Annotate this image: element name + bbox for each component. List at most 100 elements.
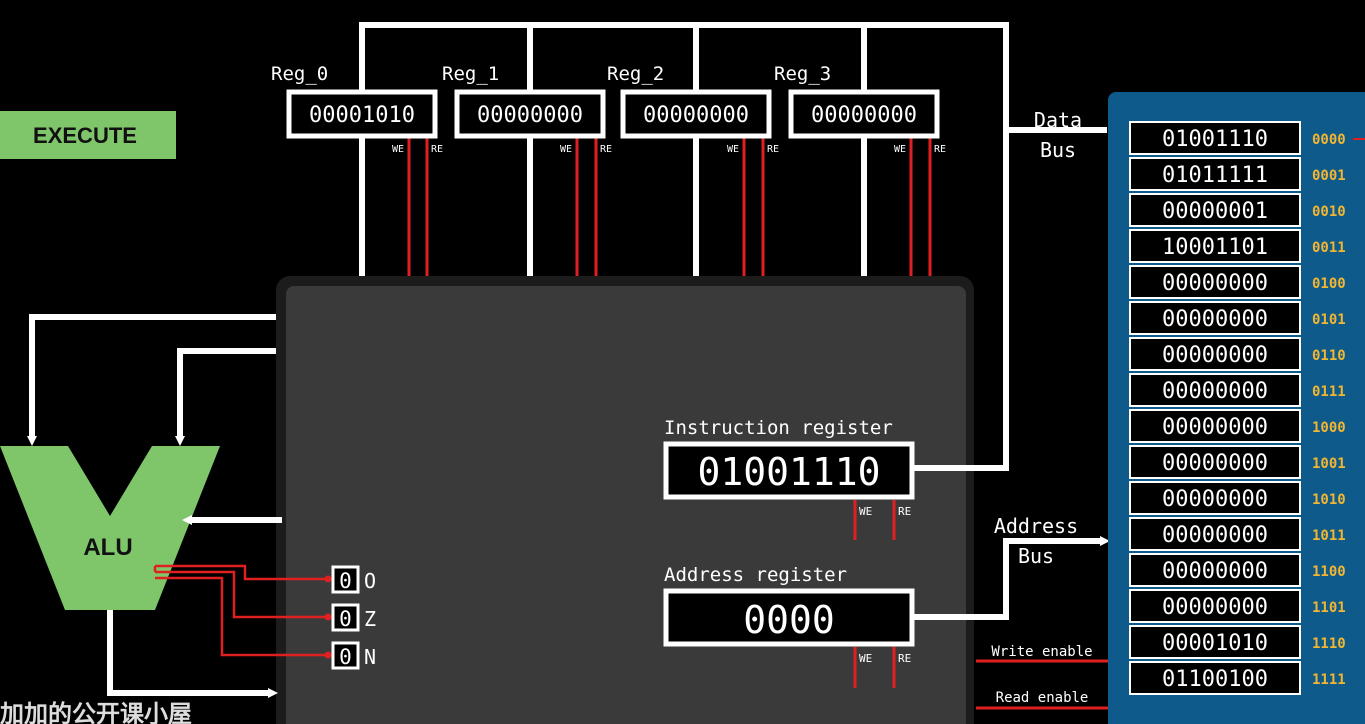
register-3-box	[788, 89, 940, 139]
memory-cell-address: 0110	[1312, 348, 1346, 364]
memory-cell-address: 1011	[1312, 528, 1346, 544]
register-1-value: 00000000	[477, 103, 583, 128]
memory-cell-box	[1129, 157, 1301, 191]
register-3-we: WE	[894, 144, 906, 155]
memory-cell-value: 00000000	[1162, 559, 1268, 584]
memory-cell-address: 1111	[1312, 672, 1346, 688]
memory-cell-box	[1129, 121, 1301, 155]
flag-n: 0 N	[331, 641, 376, 670]
register-3-re: RE	[934, 144, 946, 155]
register-0: Reg_0 00001010 WE RE	[271, 63, 443, 155]
memory-cell-value: 01001110	[1162, 127, 1268, 152]
memory-cell-box	[1129, 481, 1301, 515]
flag-wire-dots	[324, 575, 332, 659]
data-bus-label-2: Bus	[1040, 138, 1076, 162]
ir-re-label: RE	[898, 505, 911, 518]
flag-o-value: 0	[339, 569, 352, 593]
memory-cell-box	[1129, 661, 1301, 695]
register-1-re: RE	[600, 144, 612, 155]
ar-re-label: RE	[898, 652, 911, 665]
memory-cell-address: 1110	[1312, 636, 1346, 652]
memory-cell-address: 1001	[1312, 456, 1346, 472]
memory-cell-box	[1129, 553, 1301, 587]
register-0-we: WE	[392, 144, 404, 155]
ar-we-label: WE	[859, 652, 872, 665]
memory-cell-address: 0001	[1312, 168, 1346, 184]
memory-cell-box	[1129, 265, 1301, 299]
memory-cell-box	[1129, 301, 1301, 335]
flag-n-box	[331, 641, 360, 670]
register-2-value: 00000000	[643, 103, 749, 128]
memory-cell-address: 1100	[1312, 564, 1346, 580]
flag-o-box	[331, 565, 360, 594]
memory-cell-address: 0011	[1312, 240, 1346, 256]
stage-badge	[0, 111, 176, 159]
register-1-we: WE	[560, 144, 572, 155]
register-2: Reg_2 00000000 WE RE	[607, 63, 779, 155]
flag-o-name: O	[364, 569, 376, 593]
memory-cell-address: 0010	[1312, 204, 1346, 220]
address-bus-line	[912, 536, 1110, 620]
register-2-re: RE	[767, 144, 779, 155]
register-0-name: Reg_0	[271, 63, 328, 85]
alu-shape	[0, 446, 220, 610]
memory-cell-box	[1129, 193, 1301, 227]
memory-cell-box	[1129, 625, 1301, 659]
memory-cell-value: 00000001	[1162, 199, 1268, 224]
register-0-value: 00001010	[309, 103, 415, 128]
memory-cell-box	[1129, 445, 1301, 479]
stage-label: EXECUTE	[33, 123, 137, 148]
subtitle: 加加的公开课小屋	[0, 700, 192, 724]
memory-cell-box	[1129, 409, 1301, 443]
memory-cell-box	[1129, 229, 1301, 263]
memory-cell-address: 0100	[1312, 276, 1346, 292]
flag-z-box	[331, 603, 360, 632]
flag-z: 0 Z	[331, 603, 376, 632]
flag-n-value: 0	[339, 645, 352, 669]
register-3-name: Reg_3	[774, 63, 831, 85]
memory-cell-address: 0111	[1312, 384, 1346, 400]
memory-cell-value: 00000000	[1162, 523, 1268, 548]
memory-cell-value: 00000000	[1162, 451, 1268, 476]
memory-cell-value: 00000000	[1162, 307, 1268, 332]
register-2-we: WE	[727, 144, 739, 155]
memory-cell-value: 00000000	[1162, 595, 1268, 620]
memory-cell-value: 00001010	[1162, 631, 1268, 656]
alu-label: ALU	[83, 534, 132, 561]
flag-z-name: Z	[364, 607, 376, 631]
flag-z-value: 0	[339, 607, 352, 631]
address-bus-label-1: Address	[994, 514, 1078, 538]
ir-we-label: WE	[859, 505, 872, 518]
address-register-box	[663, 588, 915, 647]
register-3-value: 00000000	[811, 103, 917, 128]
flag-wires	[153, 564, 326, 657]
register-0-re: RE	[431, 144, 443, 155]
instruction-register-label: Instruction register	[664, 417, 893, 439]
register-2-box	[620, 89, 772, 139]
instruction-register-value: 01001110	[697, 450, 880, 494]
memory-cell-value: 01100100	[1162, 667, 1268, 692]
memory-cell-value: 01011111	[1162, 163, 1268, 188]
memory-cell-address: 1000	[1312, 420, 1346, 436]
register-3: Reg_3 00000000 WE RE	[774, 63, 946, 155]
address-register-value: 0000	[743, 598, 835, 642]
memory-cell-value: 00000000	[1162, 271, 1268, 296]
memory-cell-value: 00000000	[1162, 379, 1268, 404]
read-enable-label: Read enable	[996, 690, 1089, 706]
memory-cell-box	[1129, 517, 1301, 551]
memory-cell-address: 1101	[1312, 600, 1346, 616]
memory-cell-value: 00000000	[1162, 343, 1268, 368]
instruction-register-box	[663, 441, 915, 500]
address-bus-label-2: Bus	[1018, 544, 1054, 568]
memory-cell-value: 10001101	[1162, 235, 1268, 260]
memory-cell-box	[1129, 337, 1301, 371]
memory-cell-address: 0101	[1312, 312, 1346, 328]
memory-cell-box	[1129, 589, 1301, 623]
register-2-name: Reg_2	[607, 63, 664, 85]
register-1-name: Reg_1	[442, 63, 499, 85]
memory-cell-value: 00000000	[1162, 415, 1268, 440]
register-0-box	[286, 89, 438, 139]
memory-cell-box	[1129, 373, 1301, 407]
